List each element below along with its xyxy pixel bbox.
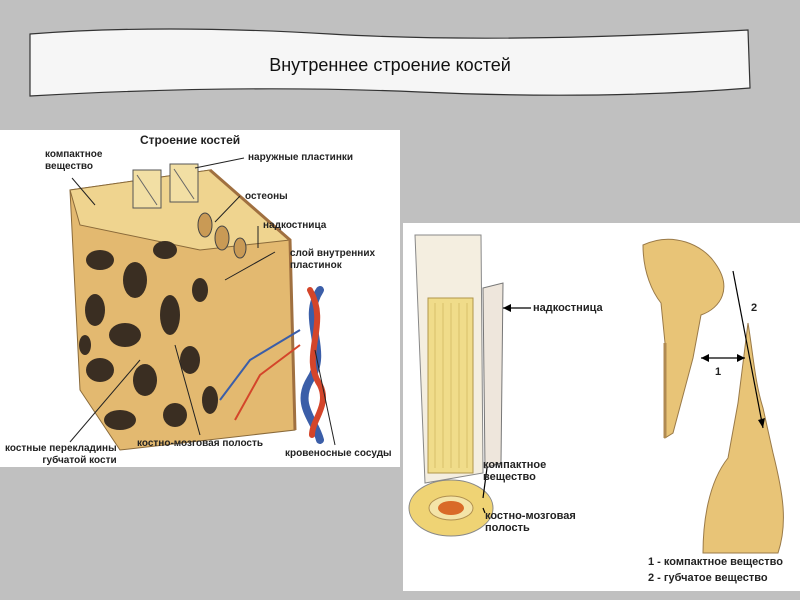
label-blood-vessels: кровеносные сосуды bbox=[285, 448, 392, 459]
label-trabeculae: костные перекладины губчатой кости bbox=[5, 443, 117, 466]
label-outer-plates: наружные пластинки bbox=[248, 152, 354, 163]
long-bone-figure: надкостница компактное вещество костно-м… bbox=[403, 223, 800, 591]
title-banner bbox=[29, 28, 751, 97]
label-number-1: 1 bbox=[715, 366, 722, 378]
legend-item-1: 1 - компактное вещество bbox=[648, 556, 783, 568]
left-heading: Строение костей bbox=[140, 133, 241, 147]
label-periosteum: надкостница bbox=[263, 220, 327, 231]
bone-structure-figure: Строение костей компактное вещество нару… bbox=[0, 130, 400, 467]
label-compact-substance: компактное вещество bbox=[45, 149, 103, 172]
legend-item-2: 2 - губчатое вещество bbox=[648, 572, 768, 584]
label-osteons: остеоны bbox=[245, 191, 288, 202]
label-compact-right: компактное вещество bbox=[483, 459, 547, 483]
label-inner-plates: слой внутренних пластинок bbox=[290, 248, 376, 271]
label-marrow-right: костно-мозговая полость bbox=[485, 510, 576, 534]
slide-title: Внутреннее строение костей bbox=[269, 55, 511, 75]
label-number-2: 2 bbox=[751, 302, 758, 314]
long-bone-illustration bbox=[408, 234, 784, 554]
label-marrow-cavity: костно-мозговая полость bbox=[137, 438, 264, 449]
label-periosteum-right: надкостница bbox=[533, 302, 603, 314]
bone-cross-section-illustration bbox=[69, 157, 336, 451]
